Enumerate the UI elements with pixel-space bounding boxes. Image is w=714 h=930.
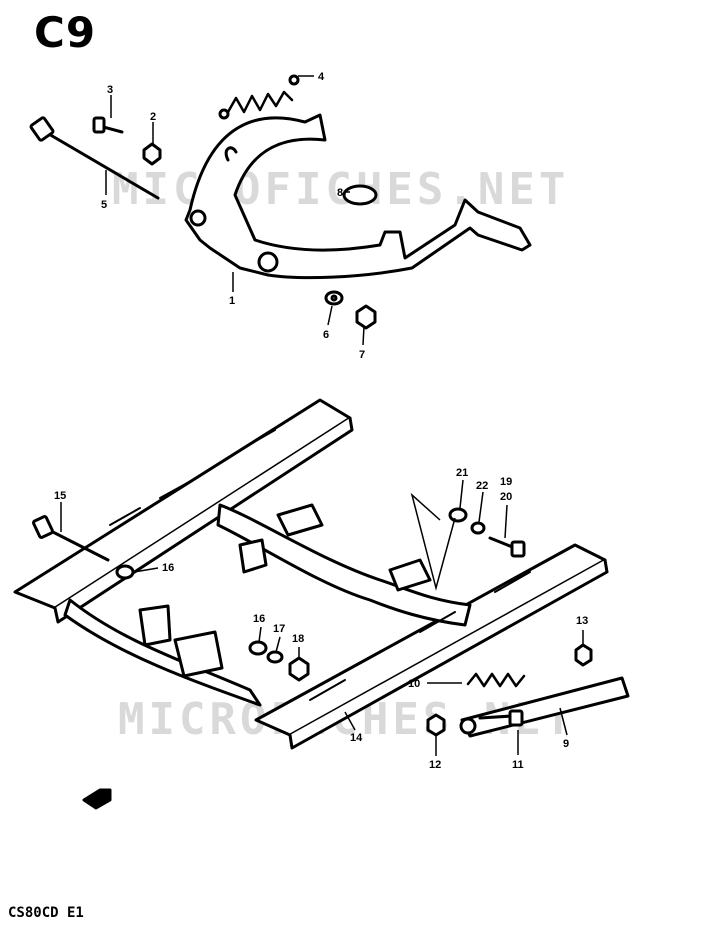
callout-15: 15	[54, 490, 66, 502]
callout-11: 11	[512, 759, 524, 771]
callout-2: 2	[150, 111, 156, 123]
spring-part-4	[226, 90, 294, 114]
callout-18: 18	[292, 633, 304, 645]
watermark-top: MICROFICHES.NET	[112, 164, 570, 215]
callout-14: 14	[350, 732, 363, 744]
callout-9: 9	[563, 738, 569, 750]
callout-20: 20	[500, 491, 512, 503]
center-stand	[184, 113, 532, 280]
callout-16b: 16	[253, 613, 265, 625]
callout-6: 6	[323, 329, 329, 341]
frame-cross-tube	[216, 503, 472, 627]
side-stand-part-9	[460, 676, 630, 738]
callout-7: 7	[359, 349, 365, 361]
section-badge: C9	[34, 8, 97, 57]
callout-13: 13	[576, 615, 588, 627]
callout-17: 17	[273, 623, 285, 635]
callout-1: 1	[229, 295, 235, 307]
callout-21: 21	[456, 467, 468, 479]
callout-5: 5	[101, 199, 107, 211]
callout-12: 12	[429, 759, 441, 771]
callout-3: 3	[107, 84, 113, 96]
callout-22: 22	[476, 480, 488, 492]
model-code: CS80CD E1	[8, 905, 84, 921]
callout-16a: 16	[162, 562, 174, 574]
frame-left-rail	[13, 398, 352, 610]
callout-4: 4	[318, 71, 325, 83]
callout-8: 8	[337, 187, 343, 199]
bolt-part-5	[40, 128, 160, 200]
callout-10: 10	[408, 678, 420, 690]
callout-19: 19	[500, 476, 512, 488]
